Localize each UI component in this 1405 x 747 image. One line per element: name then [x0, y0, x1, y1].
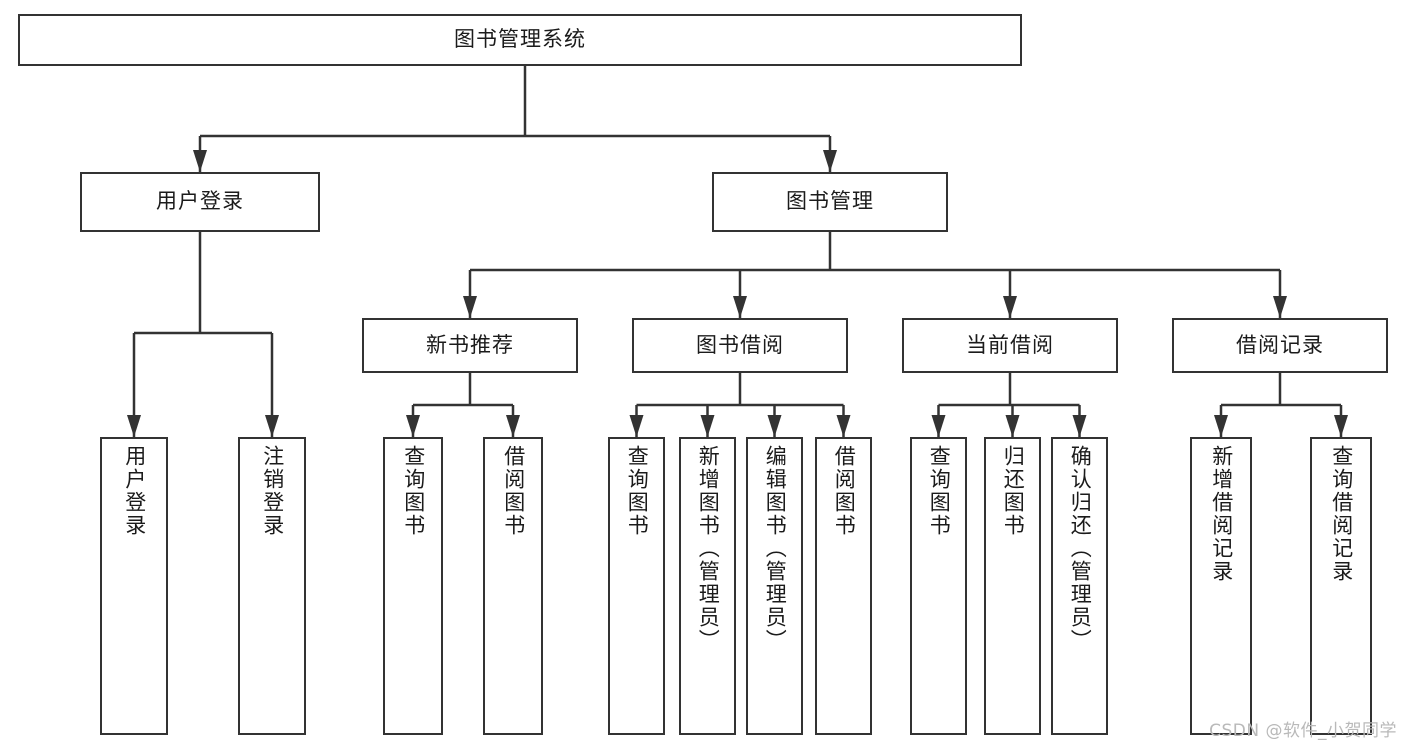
node-leaf-user-login: 用户登录	[100, 437, 168, 735]
node-root: 图书管理系统	[18, 14, 1022, 66]
arrowhead-icon	[193, 150, 207, 172]
node-l1-user: 用户登录	[80, 172, 320, 232]
node-label: 图书管理系统	[454, 27, 586, 52]
node-l1-book: 图书管理	[712, 172, 948, 232]
node-leaf-cur-return: 归还图书	[984, 437, 1041, 735]
arrowhead-icon	[733, 296, 747, 318]
arrowhead-icon	[127, 415, 141, 437]
node-leaf-user-logout: 注销登录	[238, 437, 306, 735]
node-label: 新增图书（管理员）	[696, 445, 721, 652]
node-l2-borrow: 图书借阅	[632, 318, 848, 373]
node-label: 编辑图书（管理员）	[763, 445, 788, 652]
arrowhead-icon	[1273, 296, 1287, 318]
node-l2-current: 当前借阅	[902, 318, 1118, 373]
node-label: 查询图书	[927, 445, 952, 537]
node-label: 用户登录	[122, 445, 147, 537]
node-label: 查询图书	[401, 445, 426, 537]
node-label: 查询借阅记录	[1329, 445, 1354, 583]
node-label: 注销登录	[260, 445, 285, 537]
node-leaf-rec-query: 查询借阅记录	[1310, 437, 1372, 735]
node-label: 用户登录	[156, 189, 244, 214]
node-label: 新书推荐	[426, 332, 514, 357]
node-leaf-new-query: 查询图书	[383, 437, 443, 735]
node-label: 借阅图书	[832, 445, 857, 537]
arrowhead-icon	[1005, 415, 1020, 437]
node-leaf-cur-query: 查询图书	[910, 437, 967, 735]
arrowhead-icon	[1003, 296, 1017, 318]
arrowhead-icon	[1334, 415, 1348, 437]
arrowhead-icon	[463, 296, 477, 318]
node-label: 图书借阅	[696, 332, 784, 357]
arrowhead-icon	[836, 415, 851, 437]
node-label: 确认归还（管理员）	[1068, 445, 1093, 652]
node-leaf-new-borrow: 借阅图书	[483, 437, 543, 735]
node-label: 查询图书	[625, 445, 650, 537]
arrowhead-icon	[1072, 415, 1087, 437]
node-l2-record: 借阅记录	[1172, 318, 1388, 373]
node-leaf-cur-confirm: 确认归还（管理员）	[1051, 437, 1108, 735]
arrowhead-icon	[406, 415, 420, 437]
node-label: 图书管理	[786, 189, 874, 214]
arrowhead-icon	[265, 415, 279, 437]
node-label: 新增借阅记录	[1209, 445, 1234, 583]
arrowhead-icon	[931, 415, 946, 437]
node-leaf-bor-lend: 借阅图书	[815, 437, 872, 735]
arrowhead-icon	[1214, 415, 1228, 437]
node-l2-new: 新书推荐	[362, 318, 578, 373]
watermark-label: CSDN @软件_小贺同学	[1209, 721, 1397, 741]
arrowhead-icon	[823, 150, 837, 172]
node-leaf-bor-edit: 编辑图书（管理员）	[746, 437, 803, 735]
arrowhead-icon	[700, 415, 715, 437]
arrowhead-icon	[629, 415, 644, 437]
node-label: 归还图书	[1001, 445, 1026, 537]
node-label: 借阅图书	[501, 445, 526, 537]
arrowhead-icon	[767, 415, 782, 437]
arrowhead-icon	[506, 415, 520, 437]
node-label: 当前借阅	[966, 332, 1054, 357]
node-leaf-rec-add: 新增借阅记录	[1190, 437, 1252, 735]
node-leaf-bor-add: 新增图书（管理员）	[679, 437, 736, 735]
node-label: 借阅记录	[1236, 332, 1324, 357]
node-leaf-bor-query: 查询图书	[608, 437, 665, 735]
